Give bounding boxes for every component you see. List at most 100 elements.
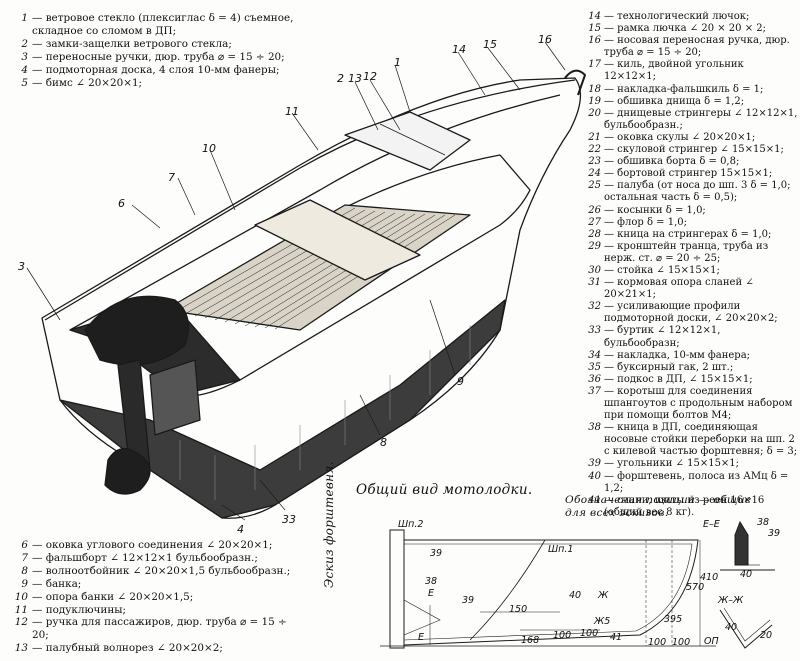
legend-item-text: — днищевые стрингеры ∠ 12×12×1, бульбооб… [604,107,798,131]
legend-item: 7 — фальшборт ∠ 12×12×1 бульбообразн.; [4,552,292,565]
legend-item: 33— буртик ∠ 12×12×1, бульбообразн; [574,325,798,349]
legend-item-number: 15 [588,23,601,35]
legend-item-text: — опора банки ∠ 20×20×1,5; [32,590,194,603]
legend-item-number: 22 [588,144,601,156]
legend-item-number: 33 [588,325,601,337]
outboard-prop [104,448,151,495]
callout-15: 15 [483,38,497,51]
legend-item: 8— волноотбойник ∠ 20×20×1,5 бульбообраз… [4,565,292,578]
callout-13: 13 [348,72,362,85]
legend-item: 14— технологический лючок; [574,11,798,23]
legend-item-text: — банка; [32,577,82,590]
section-ee-title: Е–Е [703,519,720,530]
sketch-39b: 39 [462,595,474,606]
legend-item-number: 20 [588,107,601,119]
legend-item-text: — подкос в ДП, ∠ 15×15×1; [604,373,753,385]
sketch-100d: 100 [672,637,690,648]
legend-item-text: — бортовой стрингер 15×15×1; [604,168,773,180]
legend-item-number: 2 [21,37,28,50]
sketch-op: ОП [704,636,719,647]
sketch-41: 41 [610,632,622,643]
legend-item: 25— палуба (от носа до шп. 3 δ = 1,0; ос… [574,180,798,204]
legend-item-text: — форштевень, полоса из АМц δ = 1,2; [604,470,789,494]
callout-33: 33 [282,513,296,526]
legend-item-number: 3 [21,50,28,63]
side-frames [179,325,471,500]
legend-item-text: — палубный волнорез ∠ 20×20×2; [32,642,223,655]
legend-item-text: — буртик ∠ 12×12×1, бульбообразн; [604,325,721,349]
legend-item-number: 19 [588,95,601,107]
side-shade [59,299,506,519]
legend-list-right: 14— технологический лючок;15— рамка лючк… [574,11,798,519]
gunwale-line [44,79,576,321]
legend-item: 15— рамка лючка ∠ 20 × 20 × 2; [574,23,798,35]
sketch-570: 570 [686,582,704,593]
legend-item-text: — накладка, 10-мм фанера; [604,349,751,361]
legend-item-text: — фальшборт ∠ 12×12×1 бульбообразн.; [32,551,258,564]
legend-item: 38— кница в ДП, соединяющая носовые стой… [574,422,798,458]
legend-item: 3— переносные ручки, дюр. труба ⌀ = 15 ÷… [4,51,294,64]
legend-item-text: — буксирный гак, 2 шт.; [604,361,734,373]
sketch-100a: 100 [553,630,571,641]
legend-item-number: 30 [588,264,601,276]
transom-board [149,359,201,436]
legend-item-number: 40 [588,470,601,482]
legend-item-text: — кронштейн транца, труба из нерж. ст. ⌀… [604,240,769,264]
legend-item: 6— оковка углового соединения ∠ 20×20×1; [4,539,292,552]
legend-item: 4 — подмоторная доска, 4 слоя 10-мм фанер… [4,64,294,77]
legend-item-text: — угольники ∠ 15×15×1; [604,458,740,470]
legend-item-number: 37 [588,385,601,397]
callout-1: 1 [394,56,401,69]
callout-10: 10 [202,142,216,155]
callout-14: 14 [452,43,466,56]
figure-note: Обозначения позиций — общие для всех эск… [565,494,752,519]
sketch-38: 38 [425,576,437,587]
legend-item-number: 25 [588,180,601,192]
legend-item: 10 — опора банки ∠ 20×20×1,5; [4,591,292,604]
legend-item-text: — стойка ∠ 15×15×1; [604,264,720,276]
legend-item-text: — палуба (от носа до шп. 3 δ = 1,0; оста… [604,180,791,204]
legend-item-number: 10 [14,590,28,603]
legend-item: 24— бортовой стрингер 15×15×1; [574,168,798,180]
legend-item-text: — обшивка днища δ = 1,2; [604,95,745,107]
legend-item: 28— кница на стрингерах δ = 1,0; [574,229,798,241]
legend-item: 17— киль, двойной угольник 12×12×1; [574,59,798,83]
legend-item: 12— ручка для пассажиров, дюр. труба ⌀ =… [4,616,292,642]
section-ee-39: 39 [768,528,780,539]
legend-item-text: — слани, щиты из реек 16×16 (общий вес 8… [604,494,765,518]
sketch-168: 168 [521,635,539,646]
legend-item-text: — скуловой стрингер ∠ 15×15×1; [604,144,784,156]
callout-11: 11 [285,105,299,118]
legend-item-number: 34 [588,349,601,361]
sketch-395: 395 [664,614,682,625]
legend-item-number: 5 [21,76,28,89]
stem-sketch-labels: Шп.2 Шп.1 39 38 39 40 150 168 100 100 10… [398,519,719,648]
legend-item-text: — кница в ДП, соединяющая носовые стойки… [604,422,798,458]
legend-item-text: — подмоторная доска, 4 слоя 10-мм фанеры… [32,63,280,76]
callout-12: 12 [363,70,377,83]
legend-item-number: 4 [21,63,28,76]
legend-item-number: 29 [588,240,601,252]
legend-item-number: 17 [588,59,601,71]
callout-16: 16 [538,33,552,46]
cockpit-outline [114,154,531,397]
legend-item: 11— подуключины; [4,604,292,617]
legend-item-number: 7 [21,551,28,564]
section-zhzh [719,607,773,649]
legend-item-text: — усиливающие профили подмоторной доски,… [604,301,778,325]
legend-item: 40— форштевень, полоса из АМц δ = 1,2; [574,471,798,495]
legend-list-top-left: 1— ветровое стекло (плексиглас δ = 4) съ… [4,12,294,89]
callout-8: 8 [380,436,387,449]
sketch-39: 39 [430,548,442,559]
legend-item-number: 39 [588,458,601,470]
legend-item-number: 11 [14,603,28,616]
legend-item: 30— стойка ∠ 15×15×1; [574,265,798,277]
legend-list-bottom-left: 6— оковка углового соединения ∠ 20×20×1;… [4,539,292,655]
callout-7: 7 [168,171,175,184]
section-zhzh-40: 40 [725,622,737,633]
legend-item: 19— обшивка днища δ = 1,2; [574,96,798,108]
legend-item-text: — косынки δ = 1,0; [604,204,706,216]
seat-bench [254,199,421,281]
windshield [344,111,471,171]
